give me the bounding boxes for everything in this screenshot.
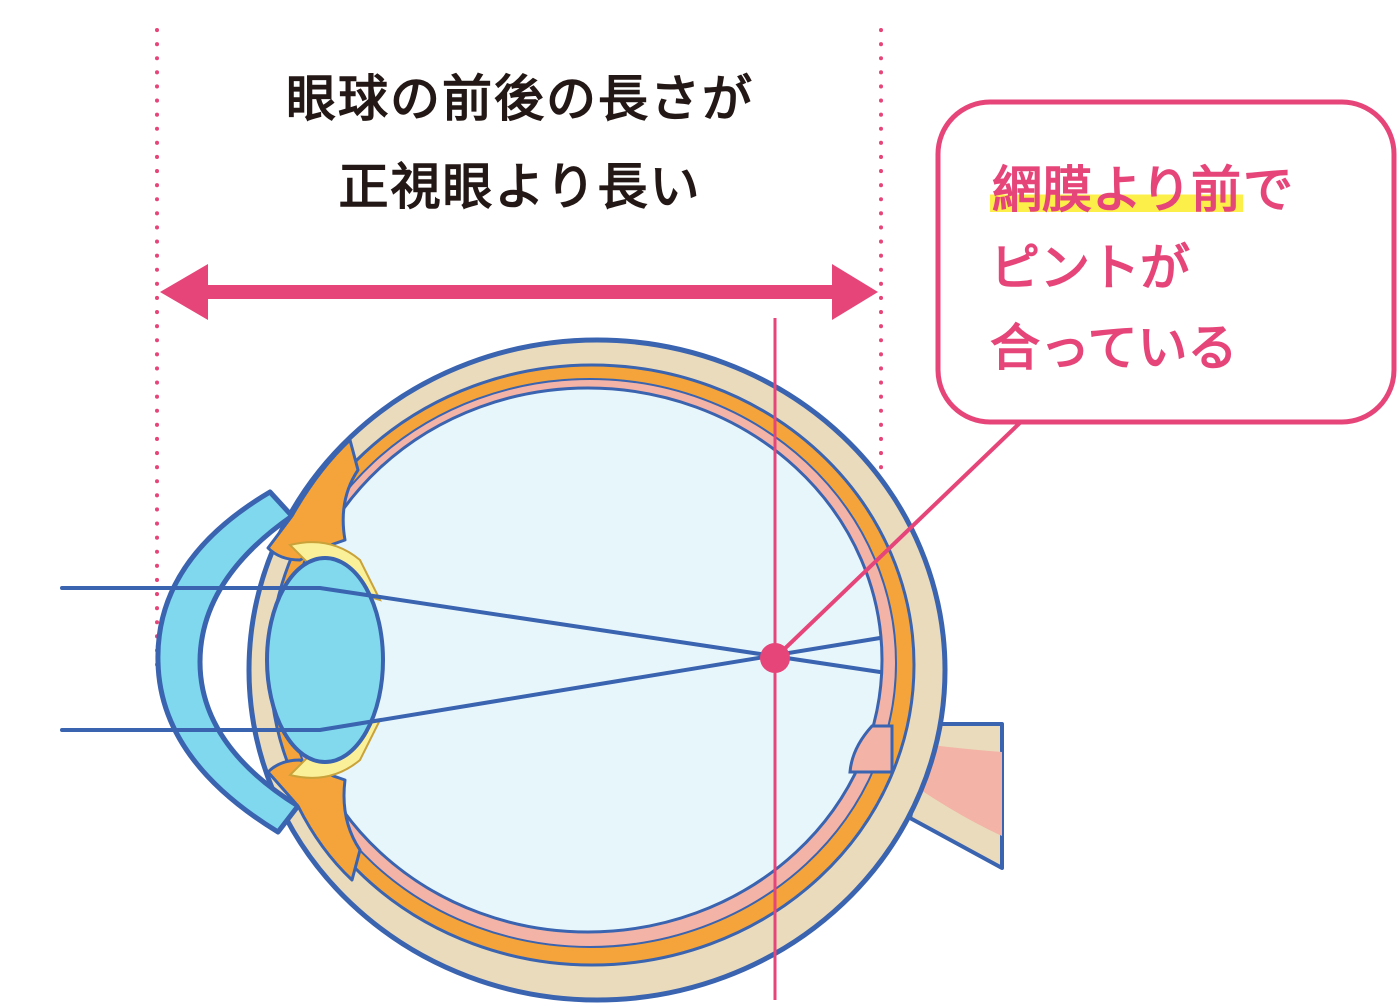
- iris-lower: [266, 758, 362, 882]
- callout-pointer: [773, 416, 1027, 660]
- axial-length-arrow: [160, 264, 878, 320]
- callout-line-2: ピントが: [990, 239, 1190, 297]
- callout-line-3: 合っている: [990, 319, 1238, 377]
- optic-disc: [848, 724, 894, 774]
- callout-highlight-text: 網膜より前: [990, 161, 1243, 219]
- callout-line-1-rest: で: [1243, 161, 1293, 219]
- cornea: [155, 489, 301, 835]
- callout-line-1: 網膜より前で: [990, 150, 1293, 230]
- iris-upper: [266, 438, 360, 562]
- light-rays: [60, 586, 882, 732]
- caption-line-1: 眼球の前後の長さが: [286, 70, 754, 128]
- focal-point: [760, 643, 790, 673]
- crystalline-lens: [265, 556, 385, 764]
- caption-line-2: 正視眼より長い: [338, 158, 702, 216]
